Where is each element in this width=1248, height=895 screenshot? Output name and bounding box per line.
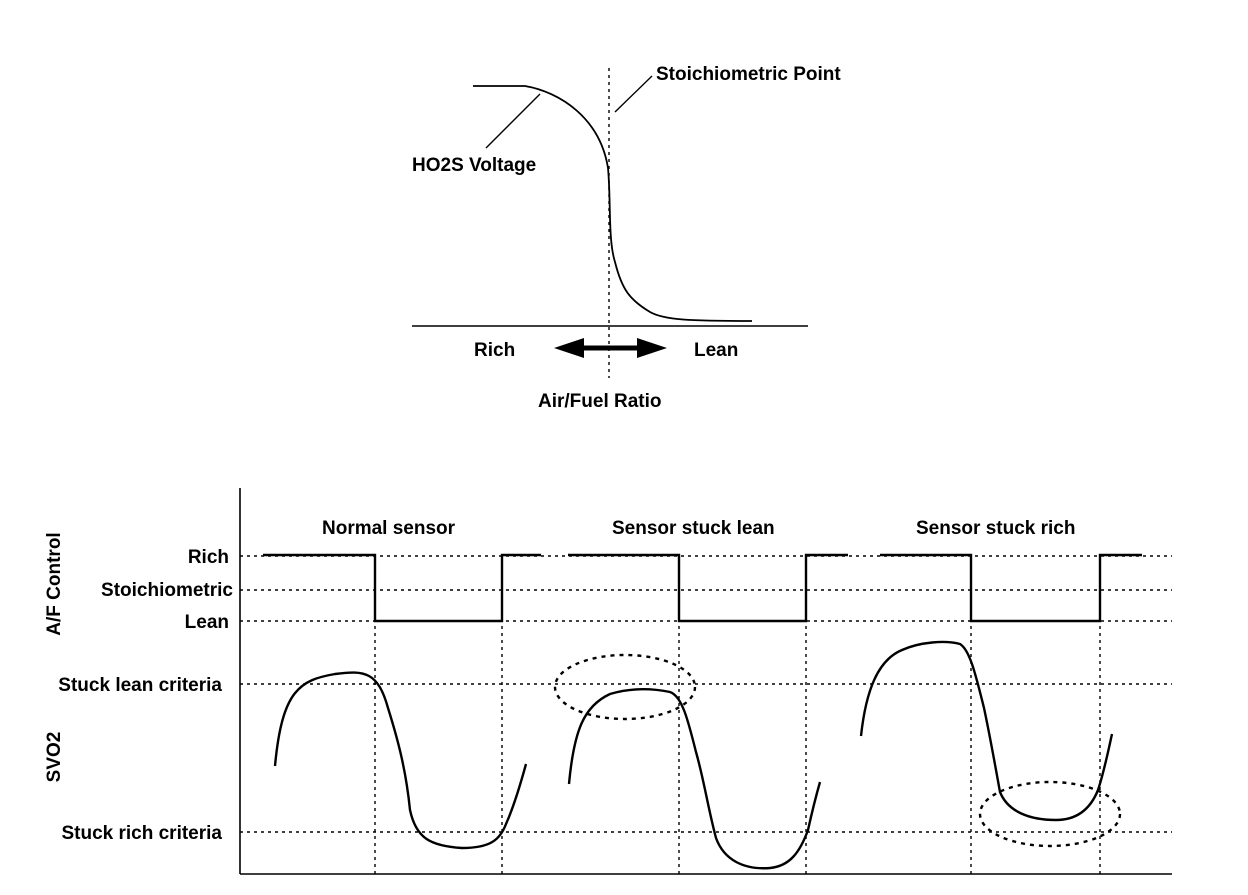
af-control-axis-title: A/F Control xyxy=(44,532,65,635)
panel-title-stuck-rich: Sensor stuck rich xyxy=(916,518,1075,539)
stuck-lean-highlight-ellipse xyxy=(553,653,697,721)
lean-label: Lean xyxy=(694,340,738,361)
svo2-axis-title: SVO2 xyxy=(44,732,65,783)
ho2s-voltage-label: HO2S Voltage xyxy=(412,155,536,176)
af-level-rich-label: Rich xyxy=(188,547,229,568)
svo2-wave-stuck-lean xyxy=(567,688,822,870)
afr-axis-title: Air/Fuel Ratio xyxy=(538,391,662,412)
svo2-diagnosis-diagram: Normal sensor Sensor stuck lean Sensor s… xyxy=(44,488,1172,875)
double-arrow-icon xyxy=(554,338,667,358)
svo2-wave-normal xyxy=(273,671,528,850)
stuck-rich-criteria-label: Stuck rich criteria xyxy=(61,823,222,844)
rich-label: Rich xyxy=(474,340,515,361)
af-control-wave-stuck-rich xyxy=(880,553,1142,623)
af-level-lean-label: Lean xyxy=(185,612,229,633)
voltage-leader-line xyxy=(485,93,541,149)
stoich-leader-line xyxy=(614,75,653,113)
af-control-wave-stuck-lean xyxy=(568,553,848,623)
af-level-stoich-label: Stoichiometric xyxy=(101,580,233,601)
svo2-wave-stuck-rich xyxy=(859,640,1114,822)
panel-title-normal: Normal sensor xyxy=(322,518,456,539)
ho2s-voltage-diagram: Stoichiometric Point HO2S Voltage Rich L… xyxy=(412,64,841,412)
af-control-wave-normal xyxy=(263,553,541,623)
ho2s-voltage-curve xyxy=(473,85,753,322)
panel-title-stuck-lean: Sensor stuck lean xyxy=(612,518,775,539)
stuck-lean-criteria-label: Stuck lean criteria xyxy=(58,675,222,696)
stoich-point-label: Stoichiometric Point xyxy=(656,64,841,85)
stuck-rich-highlight-ellipse xyxy=(978,780,1122,848)
